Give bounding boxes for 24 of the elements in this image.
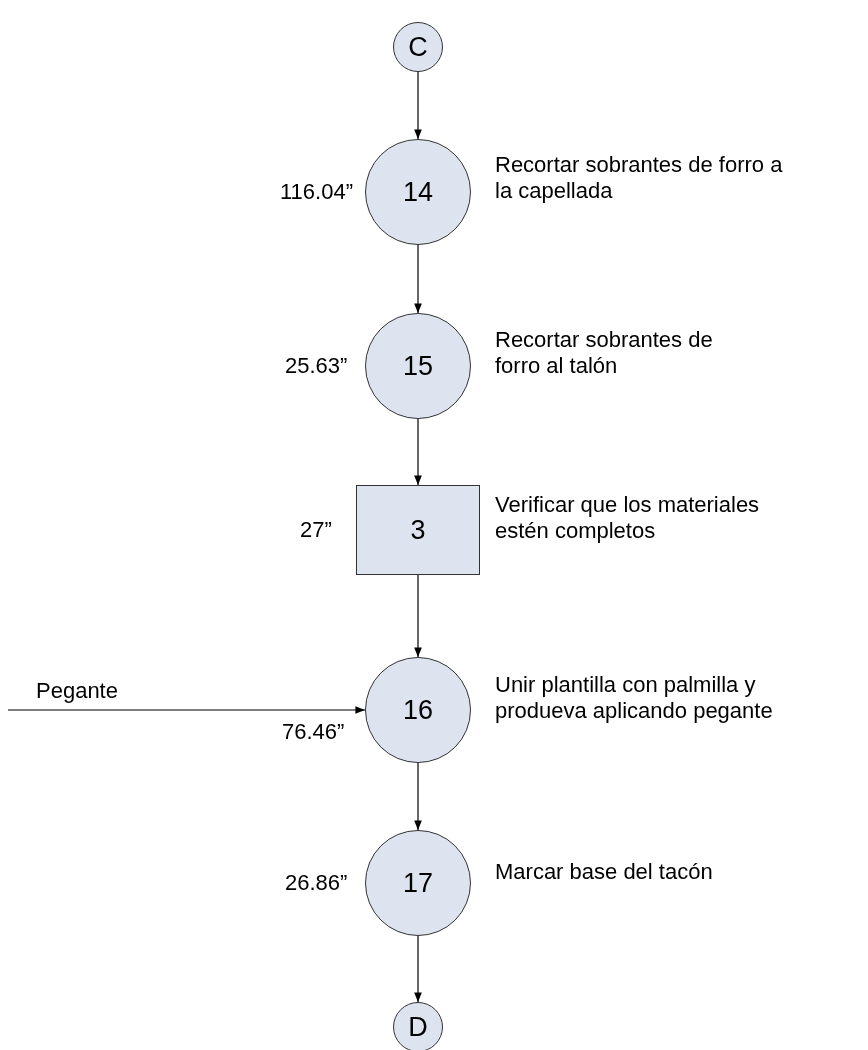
description-label: Marcar base del tacón [495, 859, 714, 885]
process-circle: 14 [365, 139, 471, 245]
arrow [414, 71, 422, 140]
time-label: 116.04” [280, 179, 353, 205]
inspection-box: 3 [356, 485, 480, 575]
process-circle: 16 [365, 657, 471, 763]
description-label: Recortar sobrantes de forro a la capellada [495, 152, 784, 204]
arrow [414, 935, 422, 1003]
description-label: Unir plantilla con palmilla y produeva aplicando pegante [495, 672, 774, 724]
description-label: Recortar sobrantes de forro al talón [495, 327, 714, 379]
arrow [7, 706, 366, 714]
process-circle: C [393, 22, 443, 72]
process-circle: D [393, 1002, 443, 1050]
arrow [414, 762, 422, 831]
description-label: Verificar que los materiales estén completos [495, 492, 761, 544]
time-label: 26.86” [285, 870, 348, 896]
arrow [414, 574, 422, 658]
process-circle: 15 [365, 313, 471, 419]
time-label: 76.46” [282, 719, 345, 745]
process-circle: 17 [365, 830, 471, 936]
arrow [414, 244, 422, 314]
time-label: 25.63” [285, 353, 348, 379]
arrow [414, 418, 422, 486]
time-label: 27” [300, 517, 332, 543]
